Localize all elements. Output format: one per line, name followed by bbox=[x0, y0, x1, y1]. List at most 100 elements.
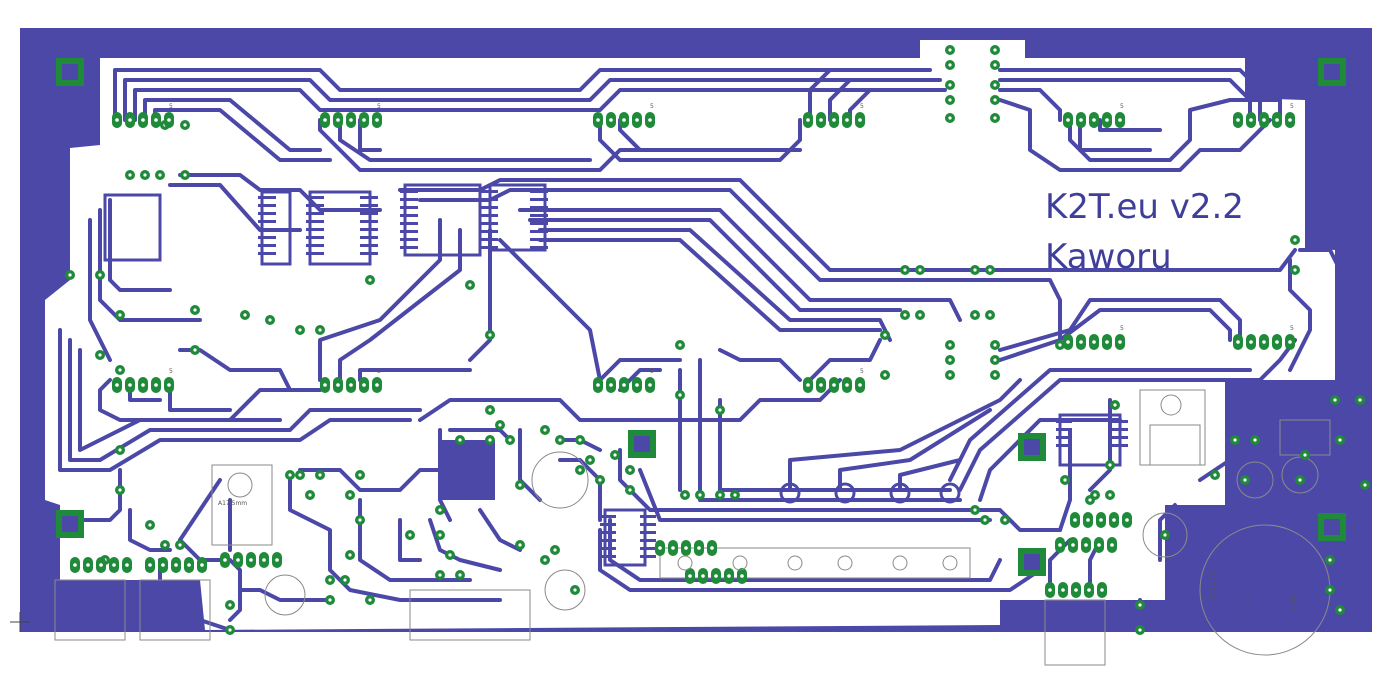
header-hole bbox=[806, 383, 810, 387]
via-hole bbox=[553, 548, 557, 552]
header-hole bbox=[1112, 518, 1116, 522]
via-hole bbox=[1363, 483, 1367, 487]
header-hole bbox=[596, 383, 600, 387]
via-hole bbox=[993, 63, 997, 67]
header-pin-mark: 5 bbox=[650, 103, 654, 110]
header-hole bbox=[1099, 518, 1103, 522]
via-hole bbox=[328, 578, 332, 582]
battery-label-2: 0.5V bbox=[1245, 595, 1252, 610]
via-hole bbox=[1298, 478, 1302, 482]
via-hole bbox=[948, 116, 952, 120]
header-hole bbox=[323, 383, 327, 387]
header-hole bbox=[1073, 518, 1077, 522]
header-hole bbox=[154, 118, 158, 122]
via-hole bbox=[343, 578, 347, 582]
via-hole bbox=[348, 493, 352, 497]
via-hole bbox=[993, 116, 997, 120]
header-hole bbox=[148, 563, 152, 567]
via-hole bbox=[143, 173, 147, 177]
header-hole bbox=[125, 563, 129, 567]
header-hole bbox=[187, 563, 191, 567]
header-hole bbox=[1097, 543, 1101, 547]
via-hole bbox=[988, 313, 992, 317]
header-hole bbox=[1288, 118, 1292, 122]
via-hole bbox=[973, 268, 977, 272]
header-hole bbox=[714, 574, 718, 578]
origin-marker bbox=[10, 612, 30, 632]
via-hole bbox=[308, 493, 312, 497]
via-hole bbox=[1233, 438, 1237, 442]
via-hole bbox=[128, 173, 132, 177]
via-hole bbox=[1063, 478, 1067, 482]
via-hole bbox=[448, 553, 452, 557]
header-hole bbox=[167, 383, 171, 387]
header-hole bbox=[845, 118, 849, 122]
header-hole bbox=[128, 383, 132, 387]
via-hole bbox=[948, 48, 952, 52]
header-hole bbox=[740, 574, 744, 578]
header-hole bbox=[622, 118, 626, 122]
via-hole bbox=[298, 473, 302, 477]
battery-label-3: Li 3V bbox=[1290, 594, 1297, 610]
header-hole bbox=[701, 574, 705, 578]
header-hole bbox=[115, 383, 119, 387]
via-hole bbox=[298, 328, 302, 332]
header-hole bbox=[174, 563, 178, 567]
via-hole bbox=[328, 598, 332, 602]
via-hole bbox=[718, 493, 722, 497]
header-hole bbox=[362, 118, 366, 122]
via-hole bbox=[1093, 493, 1097, 497]
via-hole bbox=[518, 483, 522, 487]
via-hole bbox=[1338, 608, 1342, 612]
button-footprint bbox=[942, 555, 958, 571]
via-hole bbox=[228, 628, 232, 632]
via-hole bbox=[573, 588, 577, 592]
header-hole bbox=[1079, 340, 1083, 344]
via-hole bbox=[993, 48, 997, 52]
header-hole bbox=[1249, 118, 1253, 122]
via-hole bbox=[613, 453, 617, 457]
via-hole bbox=[368, 278, 372, 282]
via-hole bbox=[118, 448, 122, 452]
via-hole bbox=[993, 343, 997, 347]
header-hole bbox=[236, 558, 240, 562]
button-footprint bbox=[787, 555, 803, 571]
header-hole bbox=[1125, 518, 1129, 522]
header-hole bbox=[154, 383, 158, 387]
via-hole bbox=[498, 423, 502, 427]
header-hole bbox=[375, 383, 379, 387]
via-hole bbox=[1333, 398, 1337, 402]
header-hole bbox=[1275, 118, 1279, 122]
header-hole bbox=[622, 383, 626, 387]
header-hole bbox=[635, 383, 639, 387]
header-hole bbox=[1249, 340, 1253, 344]
header-hole bbox=[1066, 340, 1070, 344]
via-hole bbox=[918, 268, 922, 272]
via-hole bbox=[368, 598, 372, 602]
header-hole bbox=[697, 546, 701, 550]
via-hole bbox=[1003, 518, 1007, 522]
via-hole bbox=[948, 63, 952, 67]
led-footprint bbox=[779, 482, 801, 504]
header-hole bbox=[375, 118, 379, 122]
via-hole bbox=[1058, 343, 1062, 347]
header-hole bbox=[1061, 588, 1065, 592]
header-pin-mark: 5 bbox=[169, 103, 173, 110]
via-hole bbox=[1293, 238, 1297, 242]
header-hole bbox=[349, 118, 353, 122]
via-hole bbox=[318, 473, 322, 477]
via-hole bbox=[148, 523, 152, 527]
via-hole bbox=[118, 488, 122, 492]
via-hole bbox=[178, 543, 182, 547]
header-pin-mark: 5 bbox=[377, 368, 381, 375]
via-hole bbox=[488, 408, 492, 412]
button-footprint bbox=[892, 555, 908, 571]
via-hole bbox=[1243, 478, 1247, 482]
via-hole bbox=[438, 573, 442, 577]
header-hole bbox=[1092, 340, 1096, 344]
via-hole bbox=[98, 273, 102, 277]
header-hole bbox=[858, 383, 862, 387]
via-hole bbox=[358, 473, 362, 477]
via-hole bbox=[1213, 473, 1217, 477]
